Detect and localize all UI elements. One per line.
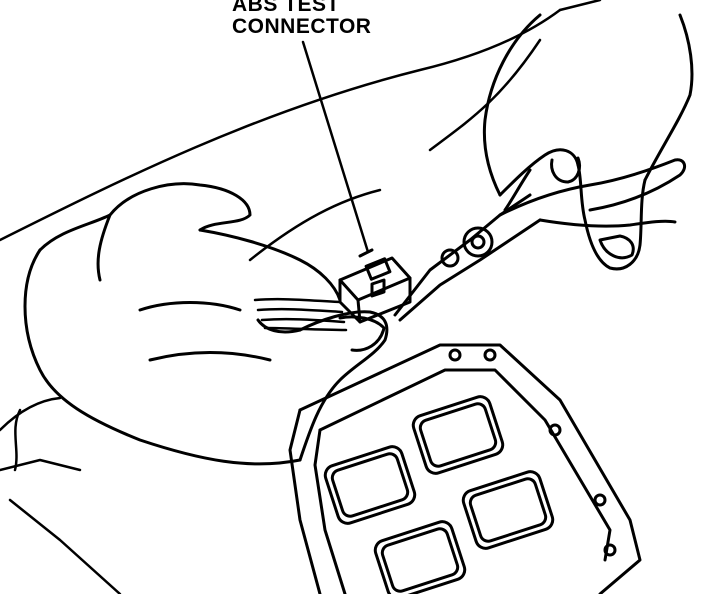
right-hand (482, 13, 694, 271)
left-hand (23, 182, 389, 466)
callout-line-1: ABS TEST (232, 0, 340, 16)
abs-test-connector-label: ABS TEST CONNECTOR (232, 0, 371, 38)
abs-test-connector (338, 248, 412, 324)
needle-nose-pliers (393, 158, 687, 322)
wiring-harness (253, 297, 348, 332)
callout-leader (301, 40, 370, 254)
callout-line-2: CONNECTOR (232, 15, 372, 38)
lower-left-trim (0, 396, 122, 594)
control-module (288, 343, 642, 594)
vehicle-panel (0, 0, 602, 262)
